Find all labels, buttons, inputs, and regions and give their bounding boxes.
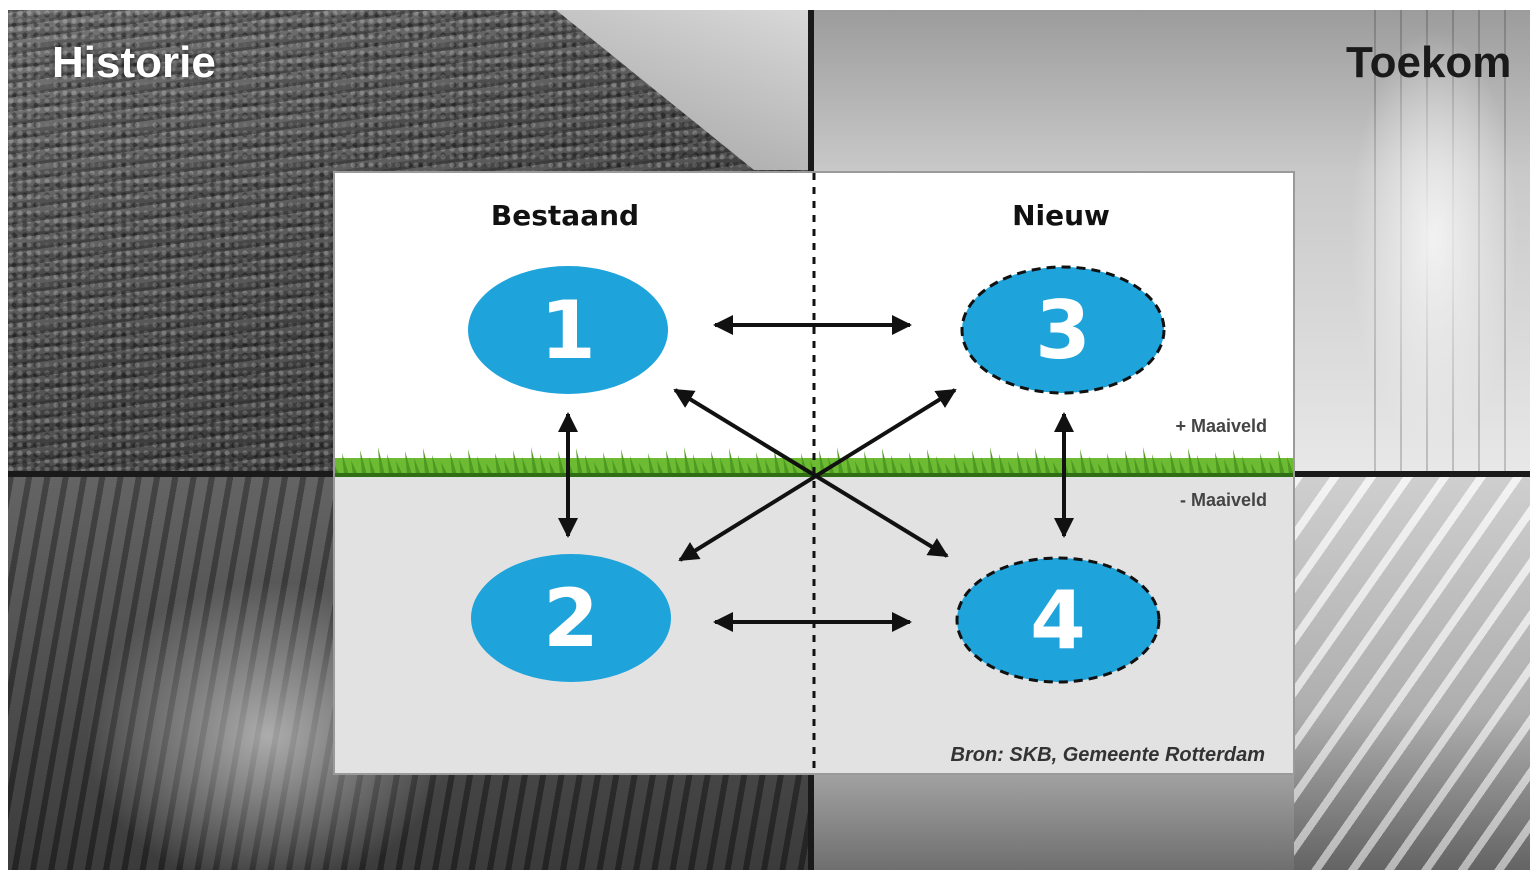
- diagram-panel: Bestaand Nieuw 1 2 3 4 + Maaiveld - Maai…: [333, 171, 1295, 775]
- node-2: 2: [471, 554, 671, 682]
- column-title-new: Nieuw: [1012, 199, 1110, 232]
- node-1-label: 1: [540, 284, 596, 377]
- node-2-label: 2: [543, 572, 599, 665]
- column-title-existing: Bestaand: [491, 199, 639, 232]
- level-label-above: + Maaiveld: [1175, 416, 1267, 436]
- source-caption: Bron: SKB, Gemeente Rotterdam: [951, 744, 1266, 766]
- node-3-label: 3: [1035, 284, 1091, 377]
- double-arrow-icon: [678, 388, 957, 562]
- node-1: 1: [468, 266, 668, 394]
- node-3: 3: [960, 265, 1166, 395]
- node-4: 4: [955, 556, 1161, 684]
- node-4-label: 4: [1030, 574, 1086, 667]
- diagram-svg: Bestaand Nieuw 1 2 3 4 + Maaiveld - Maai…: [335, 173, 1293, 773]
- heading-history: Historie: [52, 38, 216, 87]
- heading-future: Toekom: [1346, 38, 1512, 87]
- level-label-below: - Maaiveld: [1180, 490, 1267, 510]
